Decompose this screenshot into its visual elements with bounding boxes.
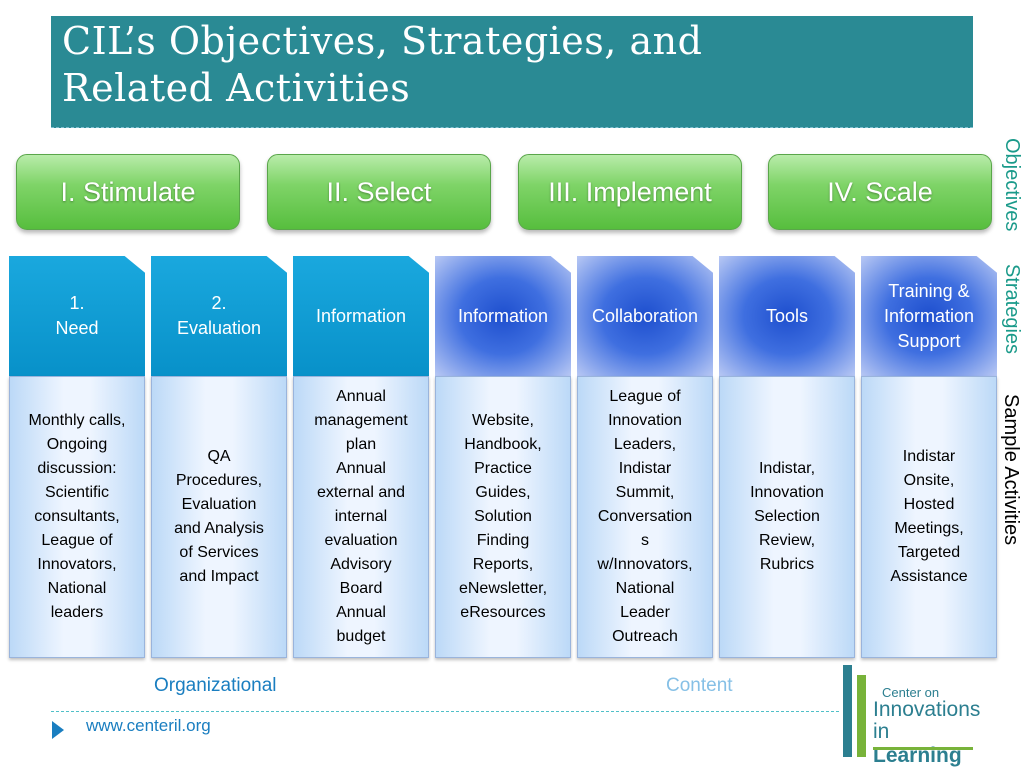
activity-box-need: Monthly calls, Ongoing discussion: Scien… [9,376,145,658]
strategy-training: Training & Information Support [861,256,997,376]
side-label-strategies: Strategies [1001,264,1023,355]
logo-underline [873,747,973,750]
website-link[interactable]: www.centeril.org [86,716,211,735]
title-divider [51,127,973,128]
footer-divider [51,711,839,712]
objective-scale: IV. Scale [768,154,992,230]
activity-box-training: Indistar Onsite, Hosted Meetings, Target… [861,376,997,658]
content-label: Content [666,675,733,696]
strategy-information: Information [435,256,571,376]
activity-box-tools: Indistar, Innovation Selection Review, R… [719,376,855,658]
logo-text: in [873,720,890,743]
objective-stimulate: I. Stimulate [16,154,240,230]
center-logo: Center on Innovations in Learning [843,665,980,767]
arrow-right-icon [52,721,64,739]
logo-bar [843,665,852,757]
logo-text: in Learning [873,720,976,768]
title-bar [51,16,973,128]
activity-box-information: Website, Handbook, Practice Guides, Solu… [435,376,571,658]
objectives-row: I. Stimulate II. Select III. Implement I… [16,154,992,230]
objective-implement: III. Implement [518,154,742,230]
side-label-activities: Sample Activities [1000,394,1022,546]
activity-box-collaboration: League of Innovation Leaders, Indistar S… [577,376,713,658]
logo-text: Innovations [873,698,981,721]
strategy-collaboration: Collaboration [577,256,713,376]
logo-bar [857,675,866,757]
organizational-label: Organizational [154,675,277,696]
page-title: CIL’s Objectives, Strategies, and Relate… [62,19,703,110]
activity-box-evaluation: QA Procedures, Evaluation and Analysis o… [151,376,287,658]
side-label-objectives: Objectives [1001,138,1023,232]
objective-select: II. Select [267,154,491,230]
strategy-need: 1. Need [9,256,145,376]
strategy-information-org: Information [293,256,429,376]
strategy-evaluation: 2. Evaluation [151,256,287,376]
strategy-tools: Tools [719,256,855,376]
activity-box-information-org: Annual management plan Annual external a… [293,376,429,658]
logo-text: Center on [882,685,940,700]
